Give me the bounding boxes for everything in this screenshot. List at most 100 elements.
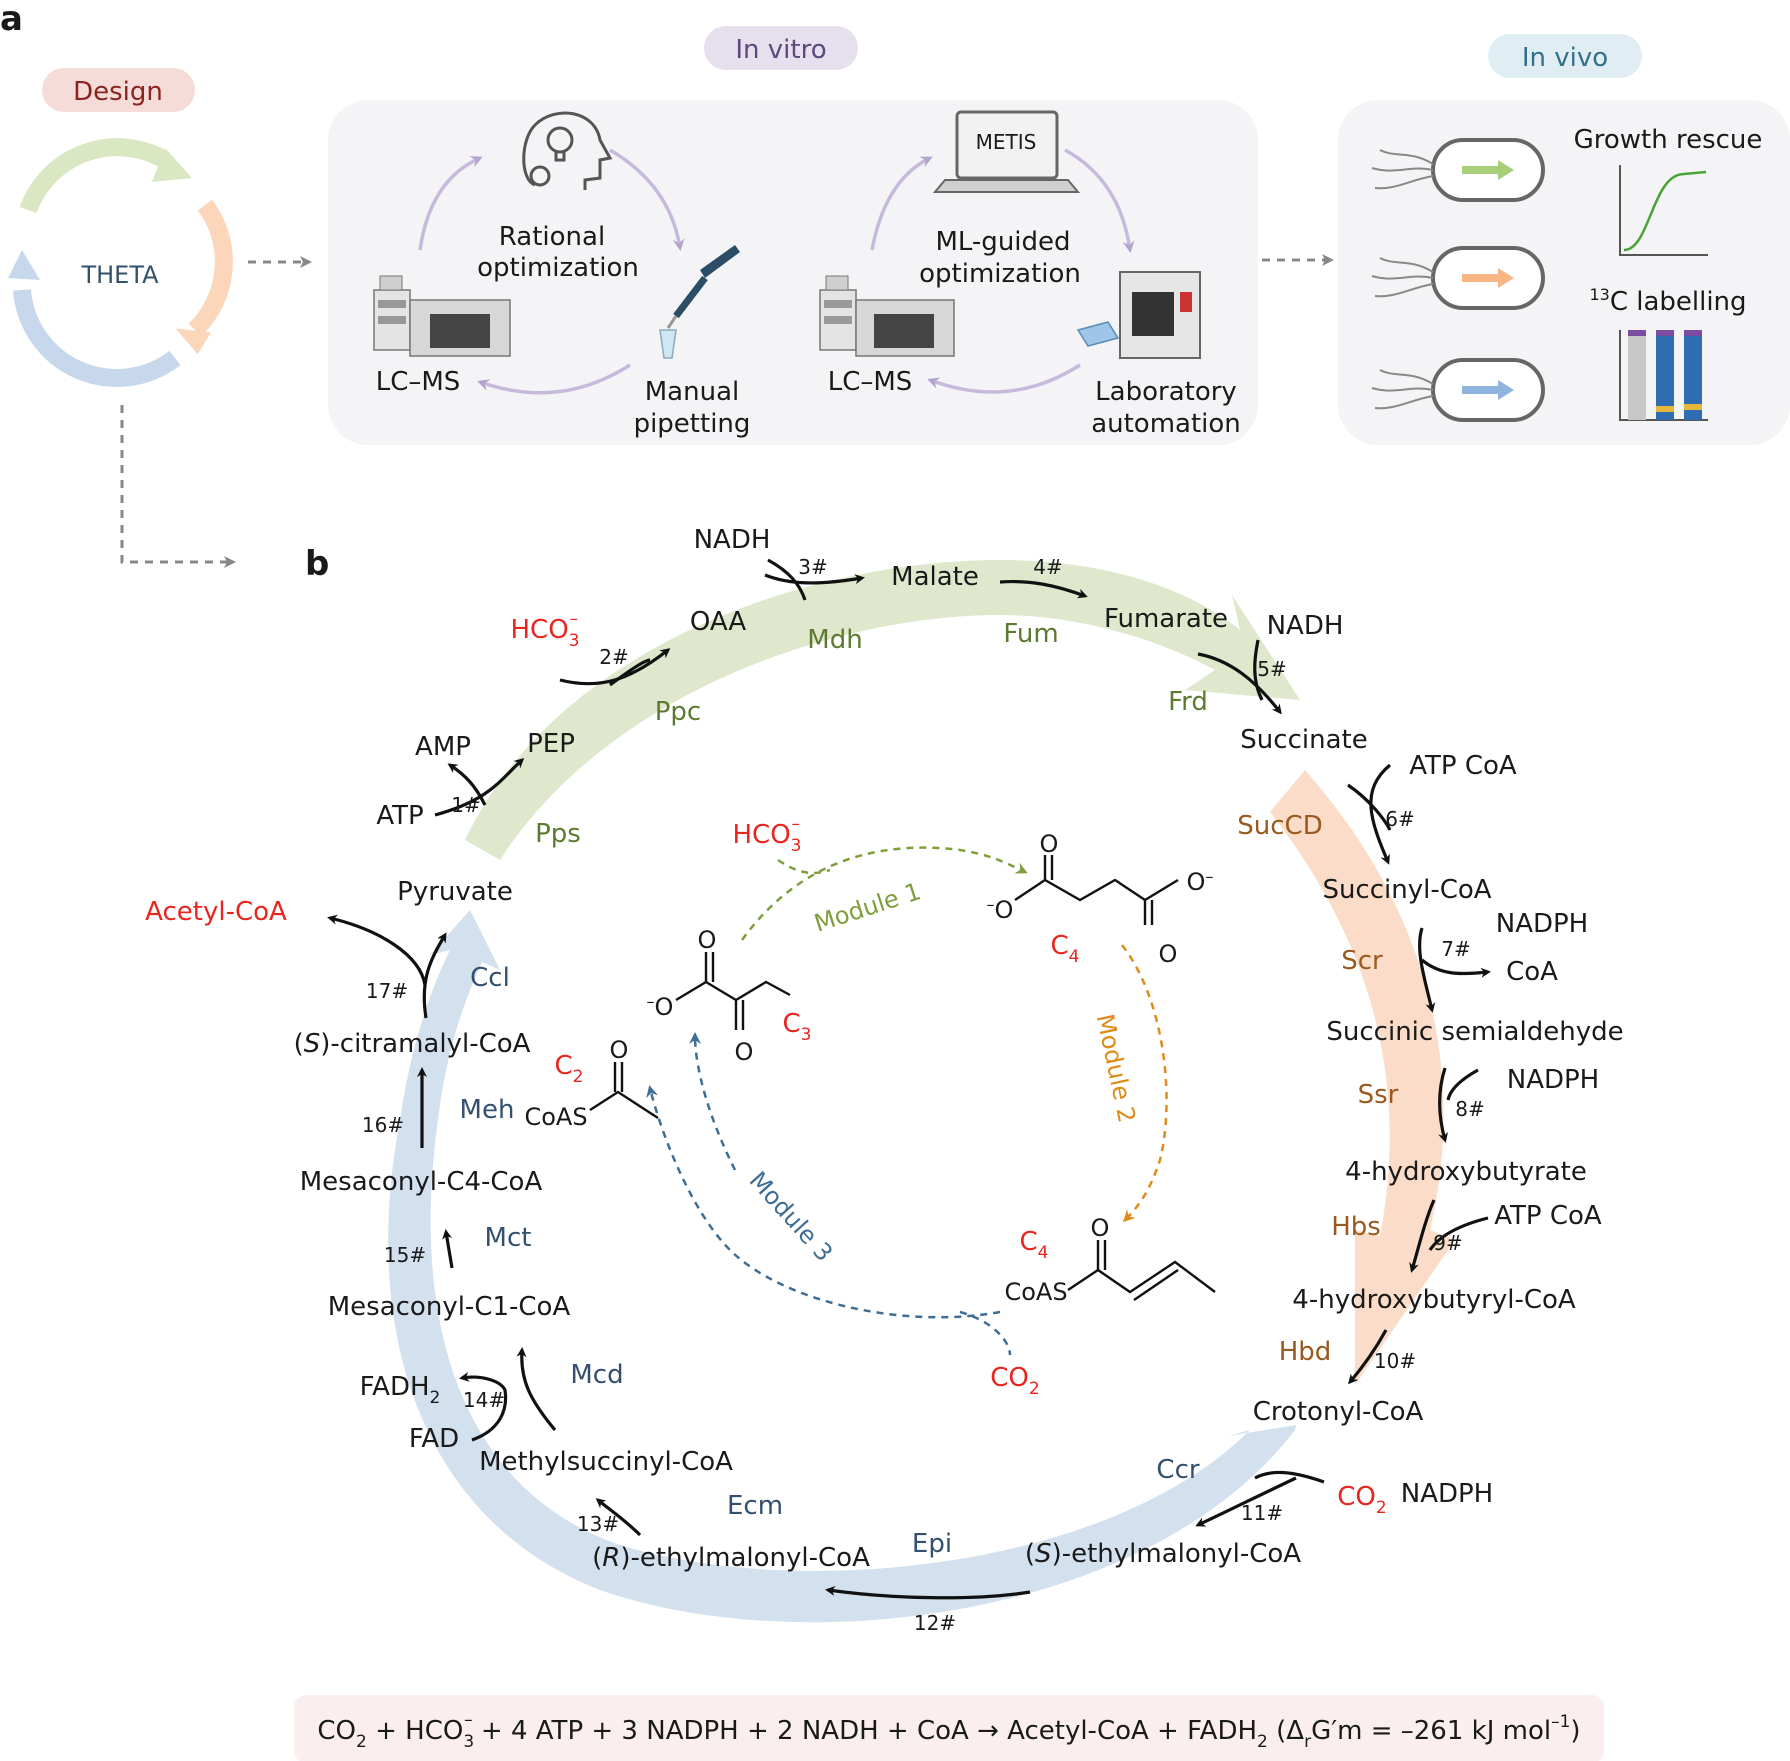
c4-label-1: C4: [1051, 931, 1080, 967]
panel-a-label: a: [0, 0, 23, 39]
enz-ccr: Ccr: [1156, 1455, 1199, 1485]
lcms-instrument-icon-2: [819, 275, 955, 357]
met-s-emc: (S)-ethylmalonyl-CoA: [1025, 1539, 1301, 1569]
step-2: 2#: [599, 645, 628, 669]
design-pill-label: Design: [73, 77, 163, 107]
cof-hco3-1: HCO3–: [511, 609, 580, 651]
module-1-arrow: [740, 846, 1028, 941]
c2-label: C2: [555, 1051, 584, 1087]
step-8: 8#: [1455, 1097, 1484, 1121]
module-2-label: Module 2: [1091, 1012, 1141, 1126]
suc-o-top: O: [1040, 830, 1059, 858]
met-mesc4: Mesaconyl-C4-CoA: [300, 1167, 543, 1197]
equation-box: [294, 1695, 1604, 1761]
met-msc: Methylsuccinyl-CoA: [479, 1447, 733, 1477]
enz-fum: Fum: [1003, 619, 1058, 649]
pyr-o-top: O: [698, 926, 717, 954]
labelling-label: 13C labelling: [1589, 285, 1746, 317]
invitro-pill: [704, 26, 858, 70]
suc-o-right: O–: [1187, 867, 1214, 896]
step-9: 9#: [1433, 1231, 1462, 1255]
invivo-pill: [1488, 34, 1642, 78]
met-citramalyl: (S)-citramalyl-CoA: [294, 1029, 531, 1059]
cof-coa-1: CoA: [1506, 957, 1558, 987]
enz-mct: Mct: [485, 1223, 532, 1253]
step-4: 4#: [1033, 555, 1062, 579]
bacterium-icon-green: [1371, 138, 1545, 202]
met-mesc1: Mesaconyl-C1-CoA: [328, 1292, 571, 1322]
cof-amp: AMP: [415, 732, 471, 762]
enz-meh: Meh: [460, 1095, 515, 1125]
cof-nadph-1: NADPH: [1496, 909, 1589, 939]
met-malate: Malate: [891, 562, 979, 592]
enz-hbd: Hbd: [1279, 1337, 1332, 1367]
met-ssa: Succinic semialdehyde: [1326, 1017, 1623, 1047]
suc-o-left: –O: [987, 895, 1014, 924]
pyruvate-structure: [675, 952, 791, 1030]
module-2-arrow: [1121, 944, 1168, 1223]
step-13: 13#: [577, 1512, 619, 1536]
step-10: 10#: [1374, 1349, 1416, 1373]
step-3: 3#: [798, 555, 827, 579]
design-pill: [42, 68, 195, 112]
cof-atp-1: ATP: [376, 801, 423, 831]
laptop-label: METIS: [976, 130, 1037, 154]
theta-label: THETA: [80, 261, 159, 289]
cof-nadph-2: NADPH: [1507, 1065, 1600, 1095]
growth-rescue-label: Growth rescue: [1574, 125, 1763, 155]
pipette-icon: [659, 245, 740, 359]
met-crotonyl-coa: Crotonyl-CoA: [1253, 1397, 1424, 1427]
lab-automation-icon: [1076, 271, 1201, 359]
ml-guided-line2: optimization: [919, 259, 1081, 289]
cof-hco3-2: HCO3–: [733, 814, 802, 856]
cof-co2-1: CO2: [1337, 1482, 1386, 1518]
step-6: 6#: [1385, 807, 1414, 831]
theta-cycle: [8, 138, 233, 387]
panel-b-label: b: [305, 544, 329, 584]
step-11: 11#: [1241, 1501, 1283, 1525]
bacterium-icon-orange: [1371, 246, 1545, 310]
cro-o: O: [1091, 1214, 1110, 1242]
enz-mcd: Mcd: [570, 1360, 623, 1390]
acetyl-structure: [589, 1062, 659, 1120]
enz-ecm: Ecm: [727, 1491, 783, 1521]
step-1: 1#: [451, 793, 480, 817]
enz-ssr: Ssr: [1358, 1080, 1399, 1110]
cof-nadh-1: NADH: [694, 525, 771, 555]
cro-coas: CoAS: [1004, 1278, 1067, 1306]
step-17: 17#: [366, 979, 408, 1003]
enz-mdh: Mdh: [807, 625, 862, 655]
enz-ppc: Ppc: [655, 697, 701, 727]
design-to-pathway-arrow: [120, 405, 236, 568]
step-16: 16#: [362, 1113, 404, 1137]
manual-line2: pipetting: [634, 409, 751, 439]
step-5: 5#: [1257, 657, 1286, 681]
arc-green: [465, 560, 1300, 860]
overall-equation: CO2 + HCO3– + 4 ATP + 3 NADPH + 2 NADH +…: [317, 1710, 1580, 1752]
succinate-structure: [1014, 855, 1179, 925]
met-acetyl-coa: Acetyl-CoA: [145, 897, 287, 927]
lab-auto-line2: automation: [1091, 409, 1241, 439]
pyr-o-minus: –O: [647, 992, 674, 1021]
cof-atp-coa-1: ATP CoA: [1409, 751, 1517, 781]
met-succinate: Succinate: [1240, 725, 1367, 755]
met-r-emc: (R)-ethylmalonyl-CoA: [592, 1543, 870, 1573]
ml-guided-line1: ML-guided: [935, 227, 1070, 257]
lcms-label-2: LC–MS: [828, 367, 913, 397]
laptop-icon: [932, 110, 1081, 193]
bacterium-icon-blue: [1371, 358, 1545, 422]
step-15: 15#: [384, 1243, 426, 1267]
step-12: 12#: [914, 1611, 956, 1635]
enz-hbs: Hbs: [1331, 1212, 1381, 1242]
step-14: 14#: [463, 1388, 505, 1412]
met-pyruvate: Pyruvate: [397, 877, 513, 907]
enz-ccl: Ccl: [470, 963, 510, 993]
enz-succd: SucCD: [1237, 811, 1322, 841]
enz-pps: Pps: [535, 819, 581, 849]
lcms-label-1: LC–MS: [376, 367, 461, 397]
enz-scr: Scr: [1341, 946, 1383, 976]
enz-epi: Epi: [912, 1529, 952, 1559]
met-fumarate: Fumarate: [1104, 604, 1228, 634]
rational-line2: optimization: [477, 253, 639, 283]
cof-nadh-2: NADH: [1267, 611, 1344, 641]
